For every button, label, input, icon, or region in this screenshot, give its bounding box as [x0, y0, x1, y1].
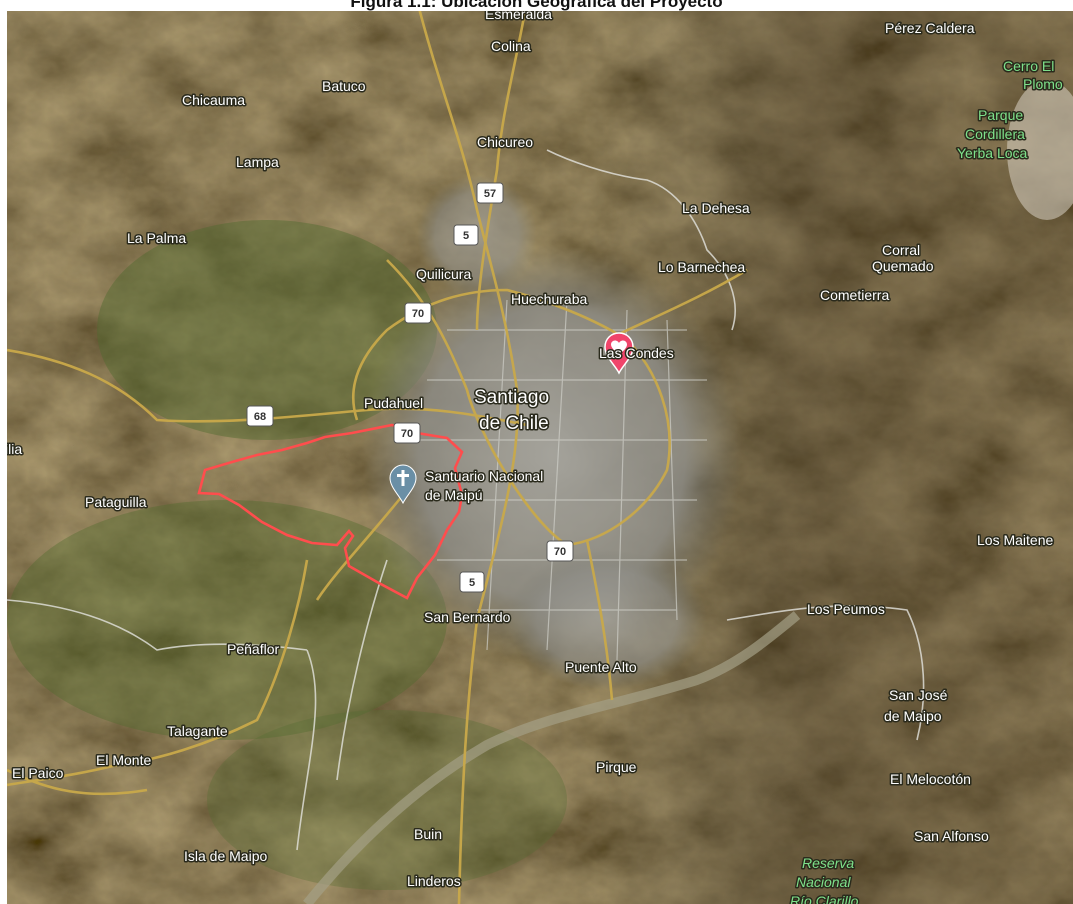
place-label: La Dehesa [682, 200, 750, 216]
svg-text:68: 68 [254, 411, 266, 423]
place-label: El Monte [96, 752, 151, 768]
place-label: Las Condes [599, 345, 674, 361]
valley-green [97, 220, 437, 440]
svg-text:70: 70 [401, 428, 413, 440]
city-label: Santiago [474, 387, 549, 408]
place-label: Quilicura [416, 266, 471, 282]
place-label: Huechuraba [511, 291, 587, 307]
svg-text:70: 70 [412, 308, 424, 320]
place-label: El Paico [12, 765, 64, 781]
place-label: Pudahuel [364, 395, 423, 411]
place-label: Buin [414, 826, 442, 842]
place-label: Los Peumos [807, 601, 885, 617]
place-label: Pirque [596, 759, 637, 775]
route-shield: 5 [453, 224, 479, 246]
place-label: Isla de Maipo [184, 848, 267, 864]
map-canvas[interactable]: 57 5 70 68 70 70 [7, 0, 1073, 904]
valley-green [7, 500, 447, 740]
place-label: Corral [882, 242, 920, 258]
park-label: Cordillera [965, 126, 1025, 142]
park-label: Cerro El [1003, 58, 1054, 74]
place-label: Colina [491, 38, 531, 54]
place-label: Pérez Caldera [885, 20, 975, 36]
figure-title: Figura 1.1: Ubicación Geográfica del Pro… [0, 0, 1073, 11]
reserve-label: Nacional [796, 874, 851, 890]
place-label: Batuco [322, 78, 366, 94]
project-boundary [197, 423, 464, 600]
place-label: Los Maitene [977, 532, 1053, 548]
place-label: El Melocotón [890, 771, 971, 787]
place-label: de Maipo [884, 708, 942, 724]
city-label: de Chile [479, 413, 549, 434]
street-grid [417, 299, 707, 661]
place-label: Pataguilla [85, 494, 147, 510]
place-label: Chicureo [477, 134, 533, 150]
route-shield: 70 [404, 302, 432, 324]
svg-text:5: 5 [469, 577, 475, 589]
place-label: Quemado [872, 258, 934, 274]
route-shield: 70 [546, 540, 574, 562]
route-shield: 57 [476, 182, 504, 204]
reserve-label: Reserva [802, 855, 854, 871]
cross-marker[interactable] [389, 464, 417, 505]
place-label: Peñaflor [227, 641, 279, 657]
route-shield: 5 [459, 571, 485, 593]
place-label: San Bernardo [424, 609, 511, 625]
place-label: San Alfonso [914, 828, 989, 844]
place-label: Linderos [407, 873, 461, 889]
map-labels: Esmeralda Colina Pérez Caldera Batuco Ch… [7, 5, 1064, 904]
place-label: Lampa [236, 154, 279, 170]
satellite-map[interactable]: 57 5 70 68 70 70 [7, 0, 1073, 904]
poi-label: Santuario Nacional [425, 468, 543, 484]
place-label: Talagante [167, 723, 228, 739]
svg-text:57: 57 [484, 188, 496, 200]
route-shield: 70 [393, 422, 421, 444]
svg-text:70: 70 [554, 546, 566, 558]
place-label: Chicauma [182, 92, 245, 108]
place-label: Cometierra [820, 287, 889, 303]
place-label: Lo Barnechea [658, 259, 745, 275]
reserve-label: Río Clarillo [790, 893, 859, 904]
place-label: San José [889, 687, 948, 703]
park-label: Plomo [1023, 76, 1063, 92]
poi-label: de Maipú [425, 487, 483, 503]
place-label: ilia [7, 441, 22, 457]
cross-icon [397, 470, 409, 486]
heart-icon [611, 340, 627, 355]
route-shield: 68 [246, 405, 274, 427]
place-label: La Palma [127, 230, 186, 246]
urban-area [507, 550, 707, 690]
heart-marker[interactable] [604, 332, 634, 375]
snow-area [1007, 80, 1073, 220]
park-label: Parque [978, 107, 1023, 123]
park-label: Yerba Loca [957, 145, 1028, 161]
place-label: Puente Alto [565, 659, 637, 675]
river [303, 611, 801, 904]
svg-text:5: 5 [463, 230, 469, 242]
